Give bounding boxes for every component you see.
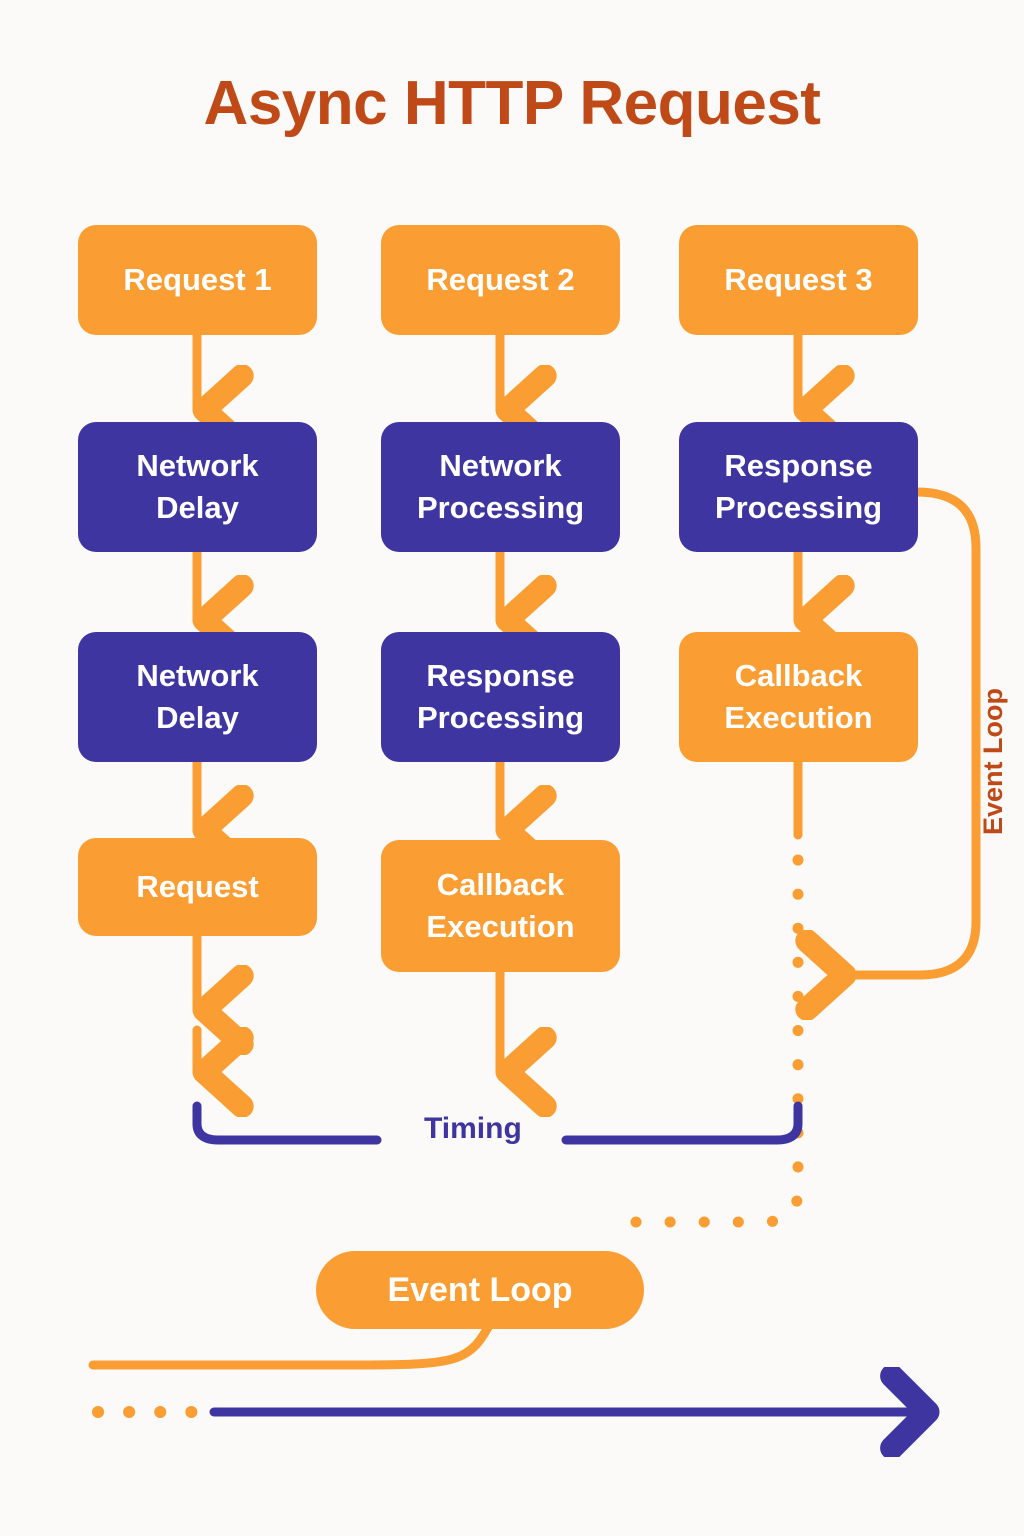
- event-loop-pill[interactable]: Event Loop: [316, 1251, 644, 1329]
- node-c2-response-processing[interactable]: Response Processing: [381, 632, 620, 762]
- node-c1-network-delay-2[interactable]: Network Delay: [78, 632, 317, 762]
- node-c3-response-processing[interactable]: Response Processing: [679, 422, 918, 552]
- node-c1-network-delay-1[interactable]: Network Delay: [78, 422, 317, 552]
- dotted-callback-to-eventloop: [606, 854, 804, 1228]
- timing-label: Timing: [424, 1112, 522, 1145]
- node-c3-callback-execution[interactable]: Callback Execution: [679, 632, 918, 762]
- event-loop-return-curve: [852, 487, 981, 975]
- timing-bracket-left: [192, 1101, 382, 1145]
- node-c2-callback-execution[interactable]: Callback Execution: [381, 840, 620, 972]
- node-c2-request-2[interactable]: Request 2: [381, 225, 620, 335]
- node-c1-request-1[interactable]: Request 1: [78, 225, 317, 335]
- node-c1-request[interactable]: Request: [78, 838, 317, 936]
- node-c3-request-3[interactable]: Request 3: [679, 225, 918, 335]
- event-loop-vertical-label: Event Loop: [978, 688, 1008, 835]
- page-title: Async HTTP Request: [203, 69, 821, 138]
- timing-bracket-right: [561, 1101, 803, 1145]
- node-c2-network-processing[interactable]: Network Processing: [381, 422, 620, 552]
